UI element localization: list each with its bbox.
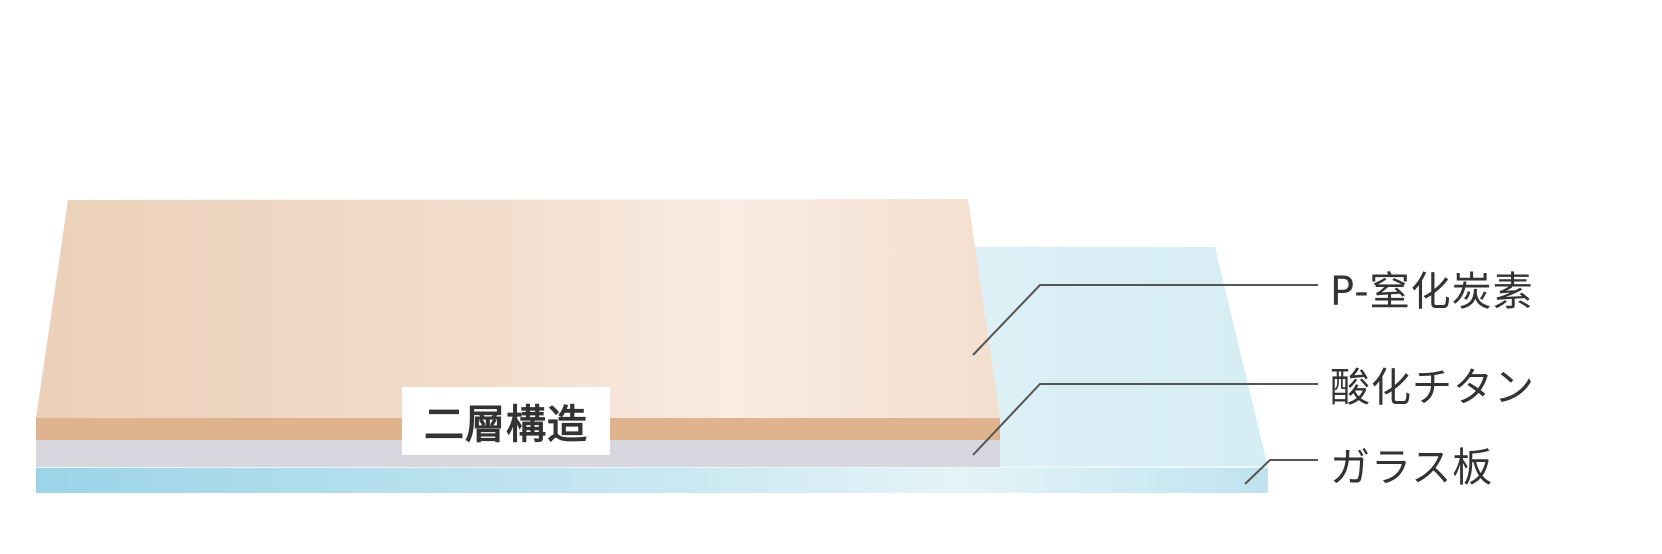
p-carbon-nitride-top [36,199,1000,418]
leader-line-tio2 [972,383,1318,456]
glass-plate-edge [36,467,1268,493]
p-carbon-nitride-label: P-窒化炭素 [1330,269,1534,315]
leader-line-glass [1244,459,1318,485]
two-layer-label: 二層構造 [424,402,588,448]
leader-line-pcn [972,284,1318,356]
two-layer-badge: 二層構造 [402,387,610,455]
titanium-oxide-label: 酸化チタン [1330,365,1535,411]
glass-plate-label: ガラス板 [1330,445,1494,491]
